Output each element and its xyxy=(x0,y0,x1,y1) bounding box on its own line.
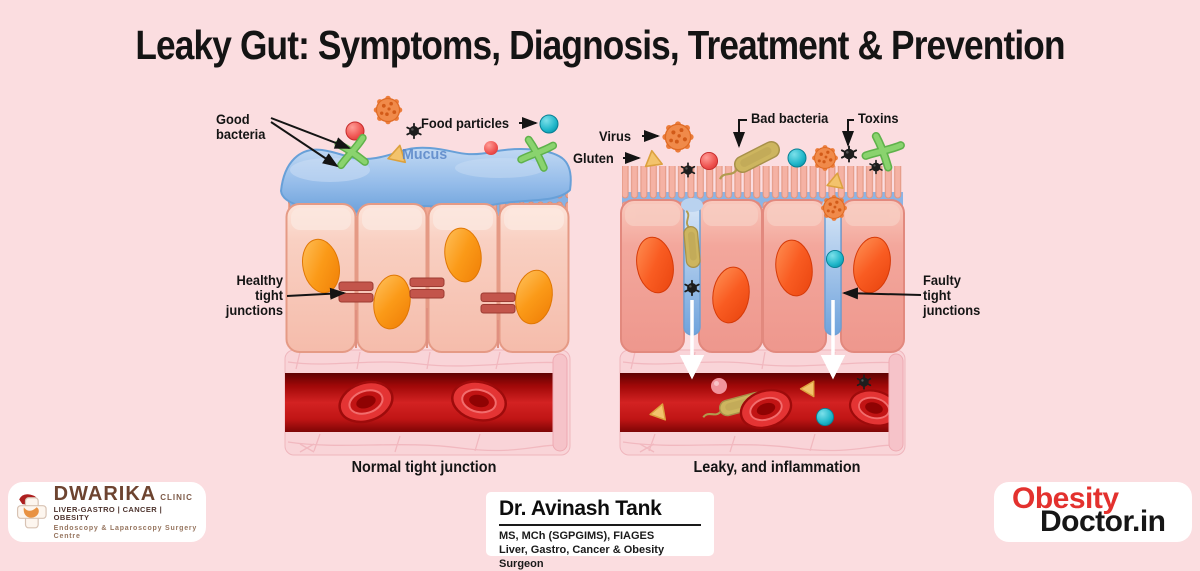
teal-particle-icon xyxy=(825,249,845,269)
leaky-diagram xyxy=(619,120,906,456)
good-bacteria-label: Good bacteria xyxy=(216,111,266,143)
virus-icon xyxy=(661,120,695,154)
doctor-credentials: MS, MCh (SGPGIMS), FIAGES xyxy=(499,530,655,542)
virus-label: Virus xyxy=(599,128,631,144)
leaky-caption: Leaky, and inflammation xyxy=(693,459,861,476)
blood-vessel xyxy=(284,349,571,456)
toxins-label: Toxins xyxy=(858,110,899,126)
doctor-card: Dr. Avinash Tank MS, MCh (SGPGIMS), FIAG… xyxy=(486,492,714,570)
teal-particle-icon xyxy=(787,148,807,168)
cell-nucleus xyxy=(636,236,891,324)
gluten-icon xyxy=(642,148,663,168)
epithelial-cells-inflamed xyxy=(620,199,905,353)
doctor-name: Dr. Avinash Tank xyxy=(499,497,662,520)
healthy-junctions-label: Healthy tight junctions xyxy=(225,272,283,319)
brand-word-obesity: Obesity xyxy=(1012,482,1119,515)
black-particle-icon xyxy=(406,122,422,140)
clinic-specialties: LIVER-GASTRO | CANCER | OBESITY xyxy=(53,504,163,523)
red-particle-icon xyxy=(484,141,498,155)
clinic-logo-icon xyxy=(16,494,47,529)
blood-vessel-inflamed xyxy=(619,349,906,456)
gluten-label: Gluten xyxy=(573,150,614,166)
annotation-arrows xyxy=(270,117,922,300)
lumen-particles-normal xyxy=(337,95,559,169)
epithelial-cells xyxy=(285,203,570,353)
cell-nucleus xyxy=(302,227,553,330)
red-particle-icon xyxy=(699,151,719,171)
virus-icon xyxy=(811,144,839,172)
bad-bacteria-label: Bad bacteria xyxy=(751,110,829,126)
doctor-role: Liver, Gastro, Cancer & Obesity Surgeon xyxy=(499,543,665,570)
clinic-tagline: Endoscopy & Laparoscopy Surgery Centre xyxy=(53,525,198,541)
food-particle-icon xyxy=(539,114,559,134)
brand-logo-card: Obesity Doctor.in xyxy=(994,482,1192,542)
toxin-icon xyxy=(840,145,858,163)
brand-word-doctor: Doctor.in xyxy=(1040,505,1166,538)
faulty-junctions-label: Faulty tight junctions xyxy=(923,272,981,319)
virus-icon xyxy=(820,194,848,222)
mucus-label: Mucus xyxy=(402,146,448,163)
food-particles-label: Food particles xyxy=(421,115,510,131)
normal-diagram xyxy=(280,95,572,456)
page-title: Leaky Gut: Symptoms, Diagnosis, Treatmen… xyxy=(135,22,1065,68)
good-bacteria-icon xyxy=(865,134,900,168)
pink-particle-icon xyxy=(711,378,727,394)
clinic-logo-card: DWARIKA CLINIC LIVER-GASTRO | CANCER | O… xyxy=(8,482,206,542)
normal-caption: Normal tight junction xyxy=(351,459,497,476)
clinic-type: CLINIC xyxy=(160,492,193,502)
virus-icon xyxy=(373,95,403,125)
teal-particle-icon xyxy=(815,407,835,427)
doctor-rule xyxy=(499,524,701,526)
clinic-name: DWARIKA xyxy=(53,482,157,505)
leak-flow-arrows xyxy=(679,300,846,380)
